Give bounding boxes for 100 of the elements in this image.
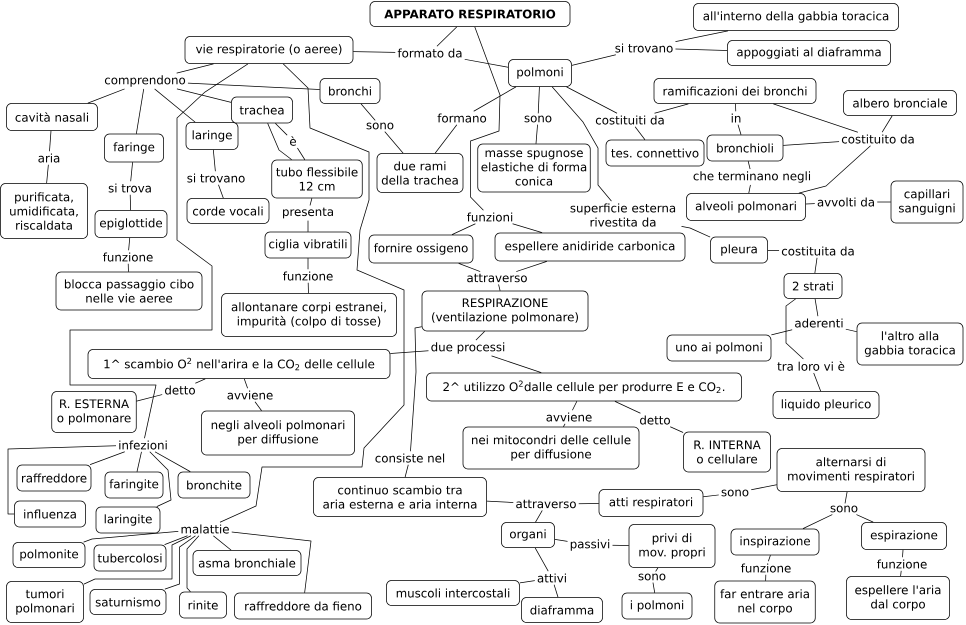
concept-box: nei mitocondri delle cellule per diffusione	[462, 426, 640, 470]
connector-line	[813, 372, 822, 392]
connector-line	[267, 123, 292, 160]
connector-line	[308, 282, 309, 294]
concept-box: due rami della trachea	[376, 153, 464, 193]
concept-box: alveoli polmonari	[686, 193, 806, 221]
connector-line	[188, 82, 320, 90]
linking-phrase: avviene	[546, 412, 592, 422]
connector-line	[70, 64, 248, 439]
connector-line	[654, 104, 689, 114]
linking-phrase: è	[290, 136, 296, 146]
linking-phrase: costituiti da	[596, 115, 664, 125]
concept-box: negli alveoli polmonari per diffusione	[201, 410, 355, 456]
connector-line	[486, 500, 514, 503]
connector-line	[136, 394, 163, 402]
concept-box: purificata, umidificata, riscaldata	[0, 183, 88, 239]
concept-box: laringite	[96, 506, 160, 534]
linking-phrase: formato da	[398, 48, 462, 58]
concept-box: muscoli intercostali	[386, 580, 520, 606]
concept-box: ciglia vibratili	[264, 232, 352, 258]
connector-line	[452, 223, 476, 235]
concept-box: privi di mov. propri	[628, 524, 716, 568]
linking-phrase: presenta	[283, 208, 333, 218]
linking-phrase: sono	[722, 490, 748, 496]
linking-phrase: funzione	[103, 252, 153, 262]
linking-phrase: sono	[524, 116, 552, 122]
connector-line	[566, 86, 618, 114]
linking-phrase: funzioni	[467, 212, 512, 222]
connector-line	[470, 26, 500, 211]
linking-phrase: aria	[38, 153, 60, 163]
linking-phrase: avvolti da	[818, 197, 874, 207]
connector-line	[136, 88, 144, 134]
connector-line	[900, 570, 902, 576]
connector-line	[154, 88, 196, 122]
connector-line	[464, 58, 508, 68]
connector-line	[310, 198, 312, 206]
concept-box: raffreddore	[16, 464, 92, 492]
linking-phrase: attraverso	[467, 274, 527, 282]
connector-line	[845, 328, 857, 332]
concept-box: alternarsi di movimenti respiratori	[776, 448, 926, 492]
concept-box: organi	[501, 522, 555, 548]
connector-line	[473, 86, 516, 112]
concept-box: saturnismo	[90, 589, 166, 615]
connector-line	[360, 104, 376, 121]
linking-phrase: che terminano negli	[694, 171, 810, 183]
connector-line	[675, 48, 728, 51]
connector-line	[84, 535, 192, 584]
connector-line	[798, 145, 871, 194]
connector-line	[844, 492, 848, 504]
concept-box: tubercolosi	[94, 544, 166, 572]
linking-phrase: si trovano	[187, 173, 245, 183]
concept-box: polmoni	[508, 59, 572, 87]
connector-line	[534, 548, 549, 572]
linking-phrase: due processi	[431, 342, 504, 354]
linking-phrase: tra loro vi è	[777, 361, 844, 371]
connector-line	[176, 64, 214, 74]
connector-line	[670, 426, 684, 433]
concept-box: inspirazione	[730, 528, 820, 556]
concept-box: ramificazioni dei bronchi	[654, 78, 816, 104]
connector-line	[254, 401, 262, 411]
concept-box: polmonite	[12, 542, 86, 568]
connector-line	[128, 263, 129, 272]
connector-line	[902, 550, 904, 558]
concept-box: APPARATO RESPIRATORIO	[370, 1, 570, 27]
concept-box: espirazione	[861, 522, 947, 550]
connector-line	[652, 582, 656, 593]
concept-box: 1^ scambio O$^{2}$ nell'arira e la CO$_{2}$ delle cellule	[88, 349, 390, 379]
concept-box: espellere anidiride carbonica	[494, 232, 686, 262]
concept-box: masse spugnose elastiche di forma conica	[477, 144, 591, 192]
connector-line	[275, 123, 288, 136]
concept-box: liquido pleurico	[772, 391, 880, 419]
linking-phrase: in	[732, 114, 740, 122]
linking-phrase: detto	[165, 385, 195, 395]
connector-line	[136, 451, 142, 472]
connector-line	[614, 401, 641, 414]
connector-line	[458, 263, 481, 272]
connector-line	[768, 555, 771, 562]
concept-box: espellere l'aria dal corpo	[846, 576, 950, 620]
concept-box: continuo scambio tra aria esterna e aria interna	[313, 477, 487, 517]
connector-line	[164, 535, 188, 545]
connector-line	[436, 26, 458, 47]
connector-line	[655, 568, 658, 572]
connector-line	[802, 514, 833, 529]
connector-line	[128, 238, 130, 251]
linking-phrase: funzione	[283, 271, 333, 281]
connector-line	[476, 331, 486, 340]
linking-phrase: attraverso	[516, 500, 576, 508]
linking-phrase: comprendono	[104, 75, 186, 87]
connector-line	[578, 503, 599, 504]
connector-line	[882, 116, 893, 133]
concept-box: RESPIRAZIONE (ventilazione polmonare)	[422, 290, 588, 332]
linking-phrase: superficie esterna rivestita da	[570, 203, 676, 227]
connector-line	[735, 104, 736, 112]
connector-line	[49, 130, 52, 152]
connector-line	[516, 261, 548, 272]
connector-line	[384, 131, 404, 154]
concept-box: R. ESTERNA o polmonare	[51, 391, 137, 433]
concept-box: corde vocali	[186, 198, 270, 224]
connector-line	[434, 124, 458, 154]
concept-box: far entrare aria nel corpo	[714, 580, 816, 624]
